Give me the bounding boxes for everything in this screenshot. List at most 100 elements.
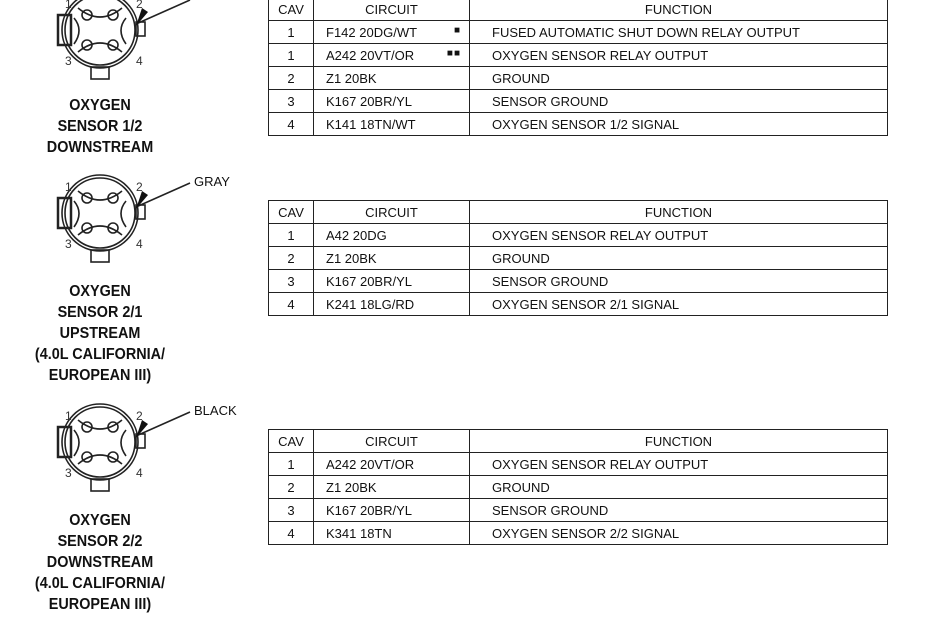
header-cav: CAV bbox=[268, 200, 314, 224]
circuit-cell: A42 20DG bbox=[313, 223, 470, 247]
cav-cell: 3 bbox=[268, 269, 314, 293]
wire-color-label: GRAY bbox=[194, 174, 230, 189]
table-row: 4 K341 18TN OXYGEN SENSOR 2/2 SIGNAL bbox=[268, 521, 888, 545]
header-function: FUNCTION bbox=[469, 0, 888, 21]
table-row: 2 Z1 20BK GROUND bbox=[268, 246, 888, 270]
table-row: 1 A242 20VT/OR OXYGEN SENSOR RELAY OUTPUT bbox=[268, 452, 888, 476]
function-cell: SENSOR GROUND bbox=[469, 89, 888, 113]
function-cell: OXYGEN SENSOR RELAY OUTPUT bbox=[469, 223, 888, 247]
function-cell: OXYGEN SENSOR 2/2 SIGNAL bbox=[469, 521, 888, 545]
cav-cell: 4 bbox=[268, 292, 314, 316]
function-cell: OXYGEN SENSOR 2/1 SIGNAL bbox=[469, 292, 888, 316]
pin-label: 1 bbox=[65, 180, 72, 194]
circuit-code: K141 18TN/WT bbox=[326, 116, 416, 132]
pin-label: 2 bbox=[136, 409, 143, 423]
circuit-code: Z1 20BK bbox=[326, 250, 377, 266]
circuit-code: Z1 20BK bbox=[326, 479, 377, 495]
caption-line: SENSOR 1/2 bbox=[57, 118, 143, 135]
pin-label: 4 bbox=[136, 54, 143, 68]
function-cell: SENSOR GROUND bbox=[469, 269, 888, 293]
function-cell: GROUND bbox=[469, 66, 888, 90]
cav-cell: 2 bbox=[268, 475, 314, 499]
connector-diagram: 1 2 3 4 bbox=[40, 0, 240, 88]
cav-cell: 2 bbox=[268, 246, 314, 270]
header-cav: CAV bbox=[268, 0, 314, 21]
function-cell: OXYGEN SENSOR RELAY OUTPUT bbox=[469, 452, 888, 476]
function-cell: SENSOR GROUND bbox=[469, 498, 888, 522]
caption-line: SENSOR 2/1 bbox=[57, 304, 143, 321]
caption-line: (4.0L CALIFORNIA/ bbox=[34, 575, 166, 592]
caption-line: (4.0L CALIFORNIA/ bbox=[34, 346, 166, 363]
header-circuit: CIRCUIT bbox=[313, 0, 470, 21]
connector-diagram: 1 2 3 4 bbox=[40, 400, 240, 500]
circuit-code: K167 20BR/YL bbox=[326, 502, 413, 518]
wire-color-label: BLACK bbox=[194, 0, 237, 3]
circuit-cell: K167 20BR/YL bbox=[313, 89, 470, 113]
cav-cell: 3 bbox=[268, 498, 314, 522]
caption-line: EUROPEAN III) bbox=[48, 596, 152, 613]
circuit-cell: K141 18TN/WT bbox=[313, 112, 470, 136]
pin-label: 3 bbox=[65, 466, 72, 480]
caption-line: UPSTREAM bbox=[59, 325, 141, 342]
function-cell: OXYGEN SENSOR 1/2 SIGNAL bbox=[469, 112, 888, 136]
caption-line: EUROPEAN III) bbox=[48, 367, 152, 384]
circuit-cell: Z1 20BK bbox=[313, 475, 470, 499]
circuit-cell: A242 20VT/OR■■ bbox=[313, 43, 470, 67]
wire-arrow-icon bbox=[136, 8, 148, 26]
wire-color-label: BLACK bbox=[194, 403, 237, 418]
table-row: 3 K167 20BR/YL SENSOR GROUND bbox=[268, 498, 888, 522]
pin-label: 1 bbox=[65, 409, 72, 423]
pin-label: 3 bbox=[65, 54, 72, 68]
header-function: FUNCTION bbox=[469, 200, 888, 224]
table-row: 2 Z1 20BK GROUND bbox=[268, 66, 888, 90]
circuit-code: A242 20VT/OR bbox=[326, 456, 415, 472]
circuit-cell: F142 20DG/WT■ bbox=[313, 20, 470, 44]
table-row: 2 Z1 20BK GROUND bbox=[268, 475, 888, 499]
cav-cell: 3 bbox=[268, 89, 314, 113]
cav-cell: 1 bbox=[268, 452, 314, 476]
wire-arrow-icon bbox=[136, 420, 148, 438]
connector-diagram: 1 2 3 4 bbox=[40, 171, 240, 271]
circuit-cell: A242 20VT/OR bbox=[313, 452, 470, 476]
cav-cell: 2 bbox=[268, 66, 314, 90]
caption-line: SENSOR 2/2 bbox=[57, 533, 143, 550]
function-cell: GROUND bbox=[469, 475, 888, 499]
caption-line: OXYGEN bbox=[69, 283, 131, 300]
pin-label: 4 bbox=[136, 466, 143, 480]
circuit-code: K241 18LG/RD bbox=[326, 296, 415, 312]
circuit-cell: K167 20BR/YL bbox=[313, 498, 470, 522]
circuit-code: K167 20BR/YL bbox=[326, 93, 413, 109]
circuit-code: Z1 20BK bbox=[326, 70, 377, 86]
cav-cell: 4 bbox=[268, 521, 314, 545]
circuit-cell: Z1 20BK bbox=[313, 246, 470, 270]
header-function: FUNCTION bbox=[469, 429, 888, 453]
circuit-code: A42 20DG bbox=[326, 227, 387, 243]
circuit-code: F142 20DG/WT bbox=[326, 24, 418, 40]
wire-arrow-icon bbox=[136, 191, 148, 209]
pin-label: 2 bbox=[136, 0, 143, 11]
caption-line: OXYGEN bbox=[69, 97, 131, 114]
function-cell: OXYGEN SENSOR RELAY OUTPUT bbox=[469, 43, 888, 67]
pin-label: 2 bbox=[136, 180, 143, 194]
caption-line: DOWNSTREAM bbox=[46, 554, 154, 571]
header-cav: CAV bbox=[268, 429, 314, 453]
function-cell: GROUND bbox=[469, 246, 888, 270]
cav-cell: 1 bbox=[268, 20, 314, 44]
pin-label: 4 bbox=[136, 237, 143, 251]
circuit-code: K341 18TN bbox=[326, 525, 392, 541]
table-row: 4 K241 18LG/RD OXYGEN SENSOR 2/1 SIGNAL bbox=[268, 292, 888, 316]
caption-line: OXYGEN bbox=[69, 512, 131, 529]
caption-line: DOWNSTREAM bbox=[46, 139, 154, 156]
header-circuit: CIRCUIT bbox=[313, 200, 470, 224]
circuit-code: K167 20BR/YL bbox=[326, 273, 413, 289]
